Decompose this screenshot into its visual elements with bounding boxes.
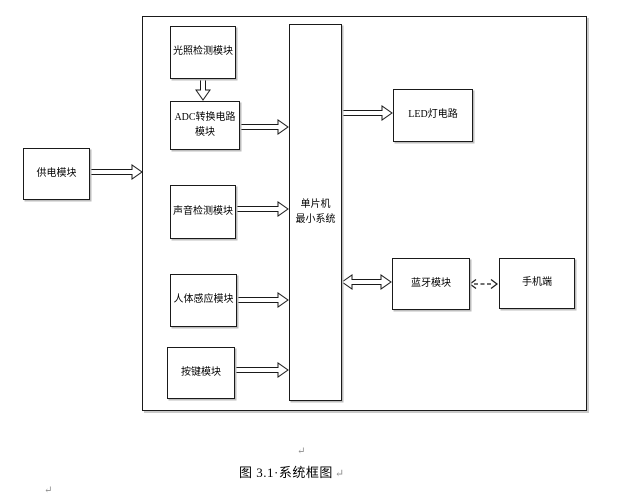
node-mcu-label: 单片机 最小系统: [295, 199, 336, 225]
node-body-sensor-module: 人体感应模块: [170, 274, 237, 327]
node-phone-label: 手机端: [522, 277, 552, 289]
node-led-circuit: LED灯电路: [393, 89, 473, 142]
arrow-bluetooth-phone-dashed: [469, 279, 498, 289]
node-mcu-min-system: 单片机 最小系统: [289, 24, 342, 401]
node-adc-label: ADC转换电路模块: [174, 112, 236, 138]
node-sound-label: 声音检测模块: [173, 205, 233, 217]
arrow-sound-to-mcu: [234, 201, 289, 217]
arrow-key-to-mcu: [233, 362, 289, 378]
figure-caption-text: 图 3.1·系统框图: [239, 465, 333, 480]
arrow-light-to-adc: [195, 77, 211, 101]
node-key-label: 按键模块: [181, 366, 221, 378]
node-adc-module: ADC转换电路模块: [170, 101, 240, 150]
node-power-label: 供电模块: [36, 167, 77, 179]
node-power-module: 供电模块: [23, 148, 90, 200]
arrow-mcu-to-led: [341, 105, 393, 121]
node-light-label: 光照检测模块: [173, 46, 233, 58]
paragraph-mark: ↵: [334, 468, 345, 480]
paragraph-mark: ↵: [44, 485, 53, 496]
paragraph-mark: ↵: [297, 446, 306, 457]
arrow-power-to-boundary: [88, 164, 143, 180]
node-key-module: 按键模块: [167, 347, 235, 399]
node-bluetooth-module: 蓝牙模块: [392, 258, 470, 310]
arrow-adc-to-mcu: [236, 119, 289, 135]
system-boundary: [142, 16, 587, 411]
arrow-mcu-bluetooth-bidirectional: [341, 274, 392, 290]
node-body-label: 人体感应模块: [173, 294, 234, 306]
node-sound-detect-module: 声音检测模块: [170, 185, 236, 239]
node-phone: 手机端: [499, 258, 575, 309]
node-light-detect-module: 光照检测模块: [170, 26, 236, 79]
figure-caption: 图 3.1·系统框图↵: [239, 462, 345, 481]
node-bluetooth-label: 蓝牙模块: [411, 277, 451, 289]
node-led-label: LED灯电路: [408, 109, 458, 121]
arrow-body-to-mcu: [235, 292, 289, 308]
